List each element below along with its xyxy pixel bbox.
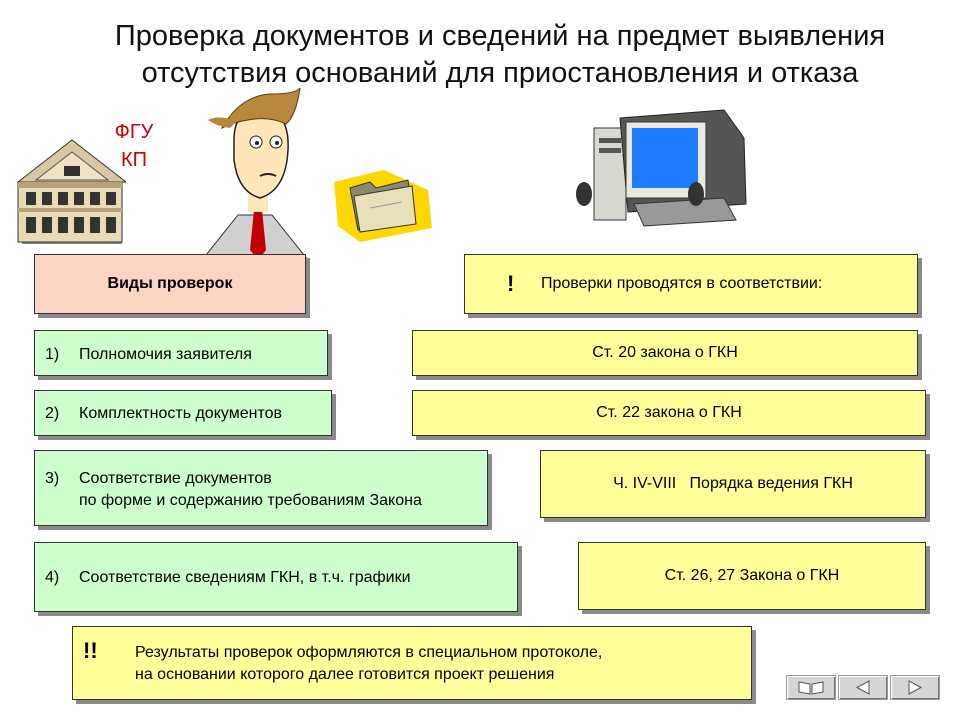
computer-icon [576, 109, 747, 227]
results-mark: !! [83, 638, 98, 663]
results-line2: на основании которого далее готовится пр… [135, 666, 555, 683]
check-item-1-text: Полномочия заявителя [79, 346, 252, 363]
book-icon [798, 681, 824, 695]
basis-item-3: Ч. IV-VIII Порядка ведения ГКН [540, 450, 926, 518]
nav-prev-button[interactable] [838, 675, 888, 700]
check-item-3: 3) Соответствие документов по форме и сод… [34, 450, 488, 526]
clerk-person-icon [201, 87, 309, 260]
check-item-4-text: Соответствие сведениям ГКН, в т.ч. графи… [79, 569, 411, 586]
org-label-line2: КП [120, 149, 148, 171]
results-line1: Результаты проверок оформляются в специа… [135, 644, 603, 661]
checks-header: Виды проверок [107, 275, 233, 292]
basis-item-4-text: Ст. 26, 27 Закона о ГКН [664, 567, 840, 584]
results-box: !! Результаты проверок оформляются в спе… [72, 626, 752, 700]
org-label: ФГУ КП [108, 118, 160, 174]
basis-item-1-text: Ст. 20 закона о ГКН [592, 344, 738, 361]
slide-title-line1: Проверка документов и сведений на предме… [114, 20, 886, 52]
basis-item-1: Ст. 20 закона о ГКН [412, 330, 918, 376]
check-item-1-num: 1) [45, 346, 60, 363]
slide-title-line2: отсутствия оснований для приостановления… [141, 57, 859, 89]
folder-icon [334, 170, 432, 242]
check-item-1: 1) Полномочия заявителя [34, 330, 328, 376]
check-item-2-text: Комплектность документов [79, 405, 282, 422]
basis-mark: ! [507, 271, 515, 296]
nav-next-button[interactable] [890, 675, 940, 700]
basis-item-2: Ст. 22 закона о ГКН [412, 390, 926, 436]
check-item-3-num: 3) [45, 470, 60, 487]
basis-item-2-text: Ст. 22 закона о ГКН [596, 404, 742, 421]
check-item-3-line1: Соответствие документов [79, 470, 272, 487]
check-item-4-num: 4) [45, 569, 60, 586]
basis-header-box: ! Проверки проводятся в соответствии: [464, 254, 918, 314]
basis-item-3-text: Ч. IV-VIII Порядка ведения ГКН [613, 475, 853, 492]
check-item-2: 2) Комплектность документов [34, 390, 332, 436]
check-item-4: 4) Соответствие сведениям ГКН, в т.ч. гра… [34, 542, 518, 612]
prev-arrow-icon [855, 680, 870, 695]
check-item-3-line2: по форме и содержанию требованиям Закона [79, 492, 422, 509]
org-label-line1: ФГУ [114, 121, 154, 143]
basis-header: Проверки проводятся в соответствии: [541, 275, 823, 292]
check-item-2-num: 2) [45, 405, 60, 422]
nav-book-button[interactable] [786, 675, 836, 700]
building-icon [16, 139, 126, 244]
basis-item-4: Ст. 26, 27 Закона о ГКН [578, 542, 926, 610]
checks-header-box: Виды проверок [34, 254, 306, 314]
next-arrow-icon [908, 680, 923, 695]
slide-title: Проверка документов и сведений на предме… [60, 18, 940, 92]
